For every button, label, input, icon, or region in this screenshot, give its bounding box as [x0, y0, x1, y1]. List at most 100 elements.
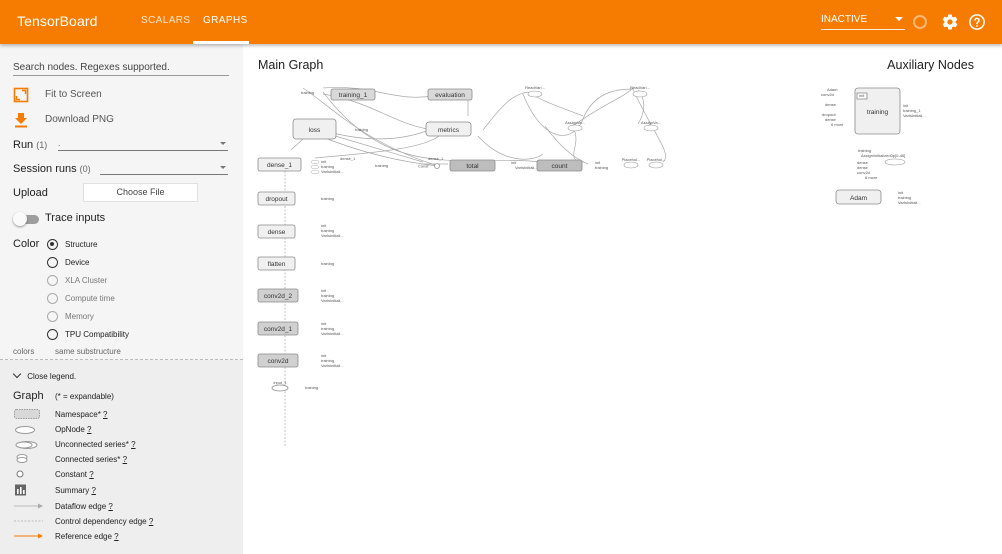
- node-conv2d-2[interactable]: conv2d_2: [257, 288, 299, 303]
- aux-initializer-input: training: [858, 148, 871, 153]
- aux-training-init-tag: init: [859, 93, 865, 98]
- node-flatten-label: flatten: [268, 261, 286, 268]
- summary-icon: [15, 484, 26, 496]
- node-dense[interactable]: dense: [257, 224, 296, 239]
- session-runs-select[interactable]: [100, 162, 228, 175]
- tag-training: training: [321, 261, 334, 266]
- legend-dataflow-edge-label: Dataflow edge: [55, 502, 107, 511]
- legend-expandable-note: (* = expandable): [55, 392, 114, 401]
- reload-icon[interactable]: [913, 15, 927, 29]
- download-png-button[interactable]: Download PNG: [13, 113, 133, 128]
- node-dropout-label: dropout: [265, 196, 287, 203]
- fit-screen-icon: [13, 87, 29, 103]
- tab-scalars[interactable]: SCALARS: [141, 15, 191, 26]
- node-total[interactable]: total: [449, 159, 496, 172]
- help-icon[interactable]: [968, 13, 986, 31]
- graph-svg: training_1 evaluation loss metrics dense…: [257, 85, 926, 446]
- top-app-bar: TensorBoard SCALARS GRAPHS INACTIVE: [0, 0, 1002, 44]
- legend-opnode: OpNode ?: [55, 425, 91, 434]
- edge: [572, 87, 634, 127]
- node-flatten[interactable]: flatten: [257, 256, 296, 271]
- trace-inputs-toggle-knob[interactable]: [13, 212, 27, 226]
- legend-control-dependency-edge-help[interactable]: ?: [148, 517, 154, 526]
- node-readvari-2[interactable]: ReadVari...: [630, 85, 650, 98]
- search-input[interactable]: Search nodes. Regexes supported.: [13, 62, 229, 76]
- aux-output-varsinit: VarIsInitiali...: [903, 113, 926, 118]
- chevron-down-icon: [220, 166, 226, 169]
- tab-graphs[interactable]: GRAPHS: [203, 15, 248, 26]
- legend-dataflow-edge-help[interactable]: ?: [108, 502, 113, 511]
- radio-memory[interactable]: [47, 311, 58, 322]
- legend-reference-edge-help[interactable]: ?: [114, 532, 119, 541]
- node-assignva-1[interactable]: AssignVa...: [565, 120, 585, 132]
- legend-connected-series-help[interactable]: ?: [122, 455, 128, 464]
- aux-adam-varsinit-tag: VarIsInitiali...: [898, 200, 921, 205]
- legend-reference-edge-label: Reference edge: [55, 532, 112, 541]
- node-readvari-1[interactable]: ReadVari...: [525, 85, 545, 98]
- node-placehol-1[interactable]: Placehol...: [622, 157, 641, 169]
- run-label-text: Run: [13, 139, 34, 151]
- aux-initializer[interactable]: training Assign/initialized0p[0-46] dens…: [857, 148, 906, 180]
- node-metrics[interactable]: metrics: [425, 121, 472, 137]
- legend-opnode-label: OpNode: [55, 425, 85, 434]
- tag-training: training: [321, 293, 334, 298]
- legend-control-dependency-edge-label: Control dependency edge: [55, 517, 147, 526]
- legend-constant-help[interactable]: ?: [89, 470, 94, 479]
- node-dense-1[interactable]: dense_1: [257, 157, 302, 172]
- legend-namespace-label: Namespace*: [55, 410, 101, 419]
- node-conv2d-1[interactable]: conv2d_1: [257, 321, 299, 336]
- radio-xla-cluster-label: XLA Cluster: [65, 276, 108, 285]
- legend-opnode-help[interactable]: ?: [87, 425, 92, 434]
- aux-input-more: 6 more: [831, 122, 844, 127]
- reference-edge-icon: [14, 533, 43, 539]
- session-runs-count: (0): [79, 164, 91, 174]
- close-legend-button[interactable]: Close legend.: [12, 369, 76, 381]
- namespace-icon: [14, 409, 40, 419]
- dataflow-edge-icon: [14, 503, 43, 509]
- dense-tag-label: dense_1: [340, 156, 356, 161]
- aux-input-dropout: dropout: [822, 112, 836, 117]
- node-assignva-2-label: AssignVa...: [641, 120, 661, 125]
- radio-compute-time[interactable]: [47, 293, 58, 304]
- fit-to-screen-label: Fit to Screen: [45, 89, 102, 100]
- side-tags: init training VarIsInitiali... training …: [301, 90, 608, 390]
- edge: [322, 87, 434, 98]
- edge: [477, 135, 544, 160]
- fit-to-screen-button[interactable]: Fit to Screen: [13, 87, 133, 103]
- legend-summary-help[interactable]: ?: [91, 486, 96, 495]
- aux-node-adam[interactable]: Adam init training VarIsInitiali...: [835, 189, 921, 205]
- run-count: (1): [36, 140, 48, 150]
- tag-init: init: [321, 223, 327, 228]
- node-placehol-2[interactable]: Placehol...: [647, 157, 666, 169]
- colors-label: colors: [13, 347, 35, 356]
- trace-inputs-toggle[interactable]: [17, 215, 39, 224]
- legend-namespace-help[interactable]: ?: [103, 410, 108, 419]
- node-evaluation[interactable]: evaluation: [427, 88, 473, 101]
- status-select[interactable]: INACTIVE: [821, 14, 905, 30]
- radio-device[interactable]: [47, 257, 58, 268]
- choose-file-button[interactable]: Choose File: [83, 183, 198, 202]
- run-select[interactable]: .: [58, 138, 228, 151]
- node-dropout[interactable]: dropout: [257, 191, 296, 206]
- node-count[interactable]: count: [536, 159, 583, 172]
- node-loss[interactable]: loss: [292, 118, 337, 140]
- radio-xla-cluster[interactable]: [47, 275, 58, 286]
- edge: [302, 87, 439, 167]
- graph-canvas[interactable]: Main Graph Auxiliary Nodes: [243, 44, 1002, 554]
- radio-structure[interactable]: [47, 239, 58, 250]
- node-training-1[interactable]: training_1: [330, 88, 376, 101]
- download-icon: [15, 113, 27, 128]
- legend-connected-series: Connected series* ?: [55, 455, 127, 464]
- radio-tpu-compatibility[interactable]: [47, 329, 58, 340]
- node-conv2d[interactable]: conv2d: [257, 353, 299, 368]
- node-input-1[interactable]: input_1: [271, 380, 289, 392]
- download-png-label: Download PNG: [45, 114, 114, 125]
- aux-node-training[interactable]: init training: [854, 87, 901, 135]
- gear-icon[interactable]: [941, 13, 959, 31]
- legend-unconnected-series-help[interactable]: ?: [131, 440, 136, 449]
- node-const[interactable]: Const: [418, 163, 440, 169]
- legend-unconnected-series: Unconnected series* ?: [55, 440, 136, 449]
- node-assignva-2[interactable]: AssignVa...: [641, 120, 661, 132]
- node-dense-label: dense: [268, 229, 286, 236]
- aux-initializer-more: 6 more: [865, 175, 878, 180]
